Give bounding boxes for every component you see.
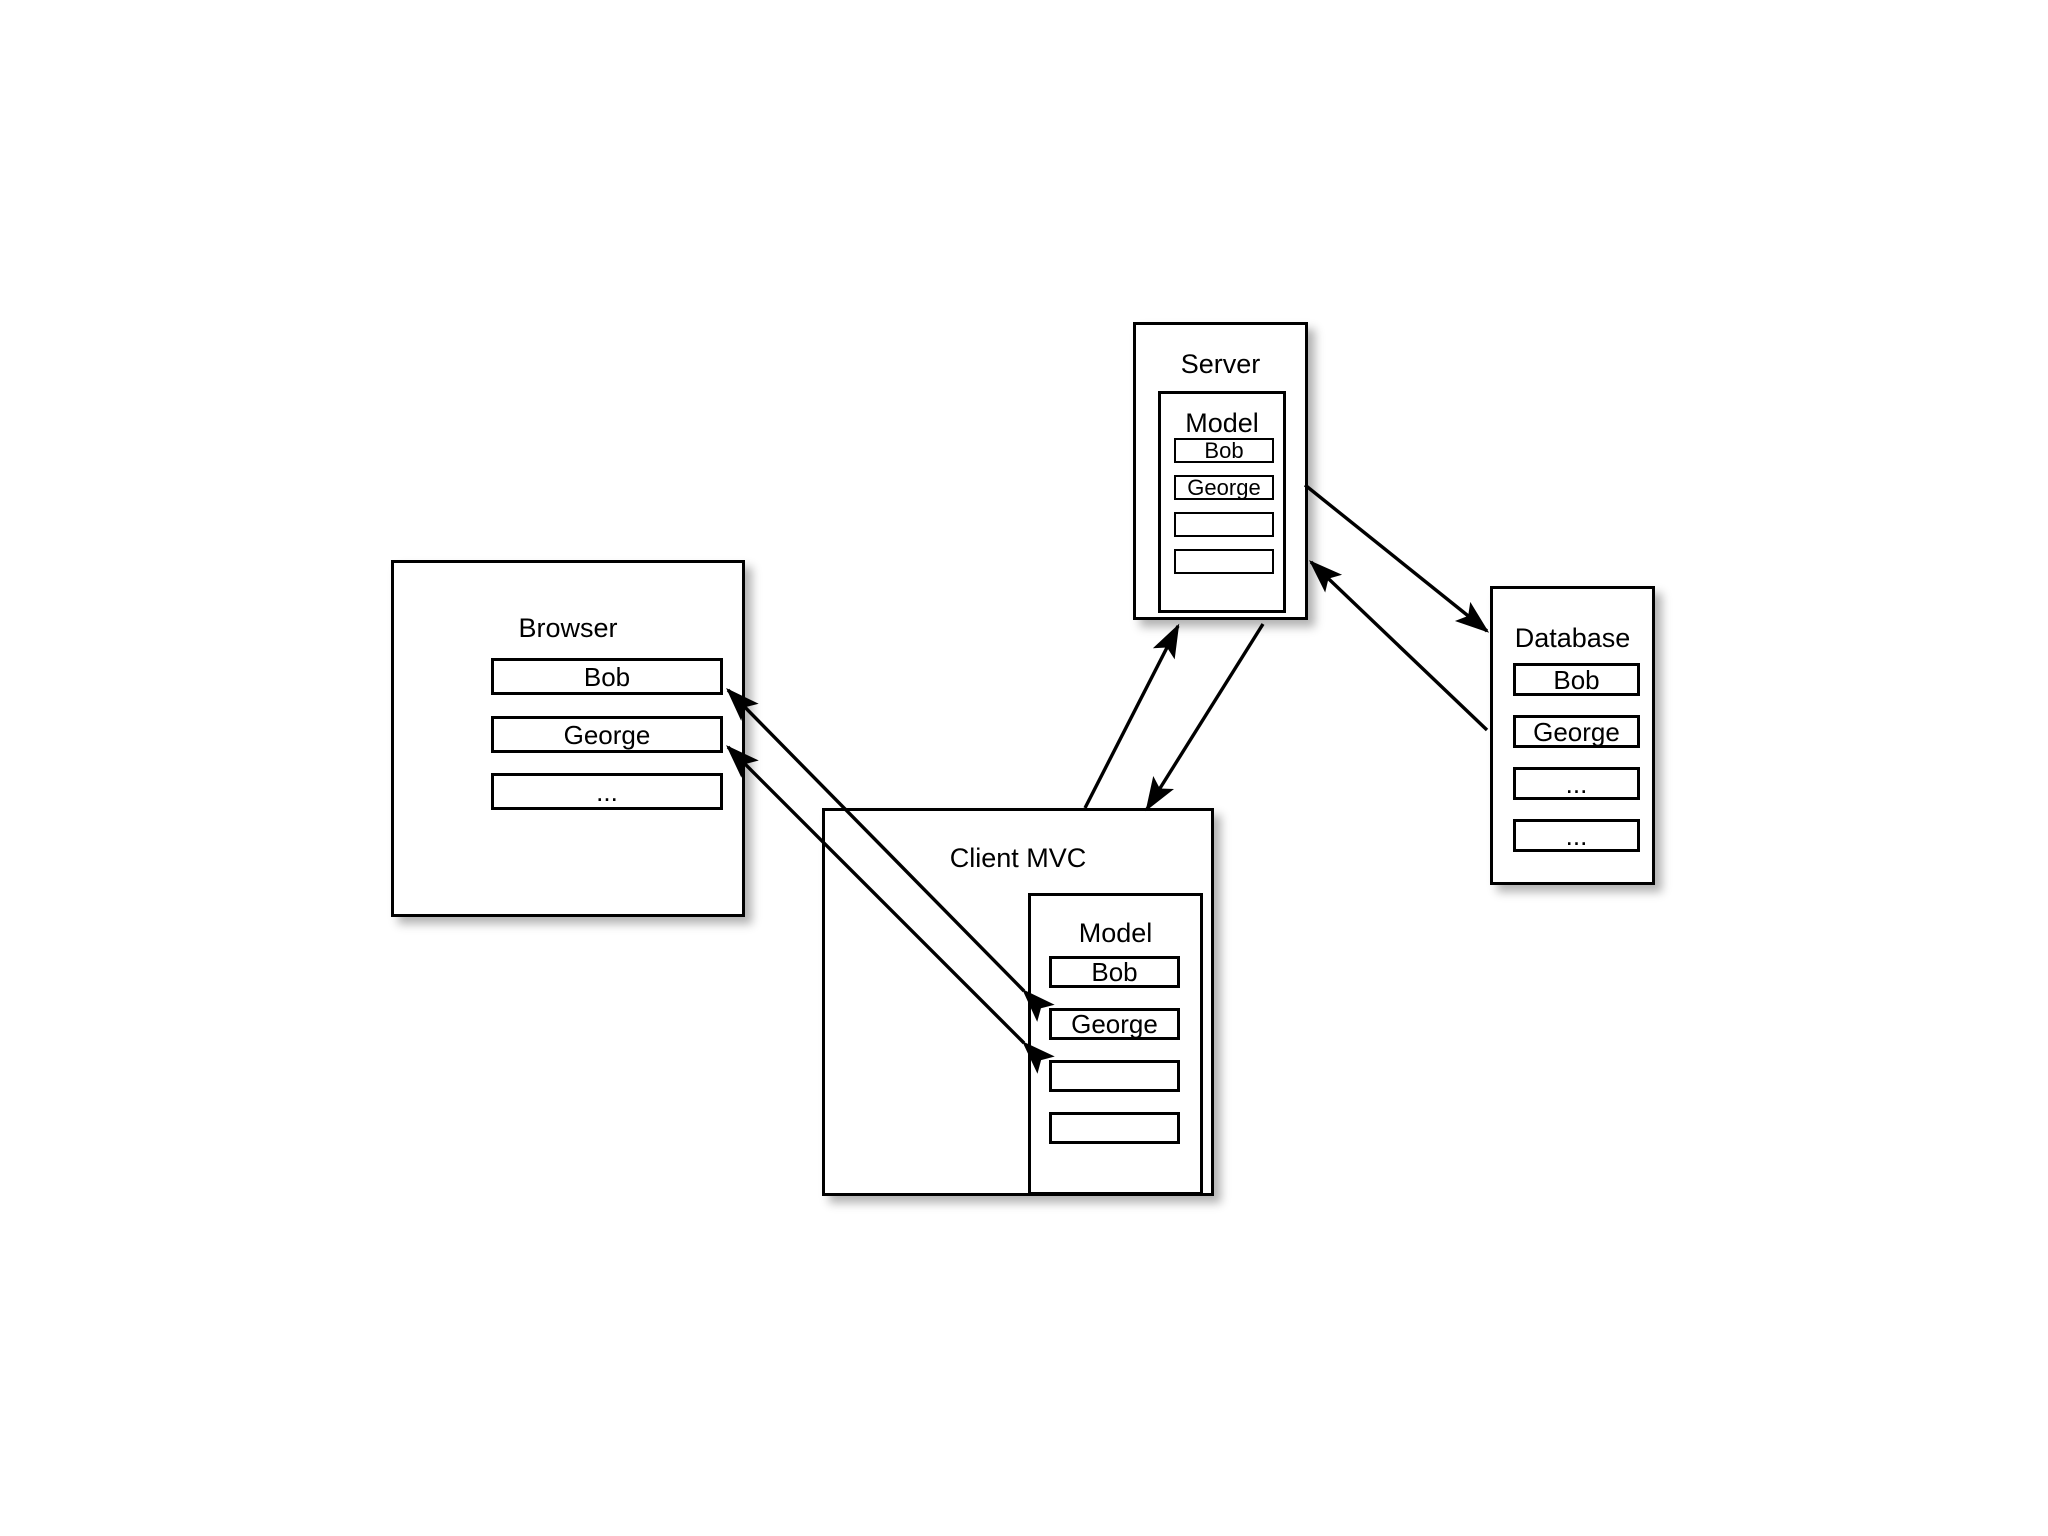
database-row-ellipsis-2[interactable]: ... bbox=[1513, 819, 1640, 852]
server-model-row-empty-2[interactable] bbox=[1174, 549, 1274, 574]
client-mvc-model-box[interactable]: Model Bob George bbox=[1028, 893, 1203, 1195]
client-mvc-title: Client MVC bbox=[949, 843, 1087, 873]
browser-row-ellipsis[interactable]: ... bbox=[491, 773, 723, 810]
node-client-mvc[interactable]: Client MVC Model Bob George bbox=[822, 808, 1214, 1196]
server-model-row-bob[interactable]: Bob bbox=[1174, 438, 1274, 463]
client-mvc-model-row-empty-2[interactable] bbox=[1049, 1112, 1180, 1144]
arrow-server-to-database bbox=[1303, 483, 1490, 633]
client-mvc-model-row-bob[interactable]: Bob bbox=[1049, 956, 1180, 988]
database-title: Database bbox=[1514, 623, 1631, 653]
arrow-server-to-client-mvc bbox=[1145, 623, 1265, 812]
database-row-bob[interactable]: Bob bbox=[1513, 663, 1640, 696]
browser-title: Browser bbox=[518, 613, 618, 643]
client-mvc-model-row-empty-1[interactable] bbox=[1049, 1060, 1180, 1092]
server-model-row-george[interactable]: George bbox=[1174, 475, 1274, 500]
server-title: Server bbox=[1180, 349, 1261, 379]
node-server[interactable]: Server Model Bob George bbox=[1133, 322, 1308, 620]
server-model-box[interactable]: Model Bob George bbox=[1158, 391, 1286, 613]
arrow-client-mvc-to-server bbox=[1083, 623, 1180, 809]
browser-row-bob[interactable]: Bob bbox=[491, 658, 723, 695]
server-model-title: Model bbox=[1185, 408, 1259, 438]
browser-row-george[interactable]: George bbox=[491, 716, 723, 753]
database-row-george[interactable]: George bbox=[1513, 715, 1640, 748]
arrow-database-to-server bbox=[1309, 560, 1489, 732]
database-row-ellipsis-1[interactable]: ... bbox=[1513, 767, 1640, 800]
node-browser[interactable]: Browser Bob George ... bbox=[391, 560, 745, 917]
node-database[interactable]: Database Bob George ... ... bbox=[1490, 586, 1655, 885]
client-mvc-model-title: Model bbox=[1078, 918, 1153, 948]
server-model-row-empty-1[interactable] bbox=[1174, 512, 1274, 537]
client-mvc-model-row-george[interactable]: George bbox=[1049, 1008, 1180, 1040]
